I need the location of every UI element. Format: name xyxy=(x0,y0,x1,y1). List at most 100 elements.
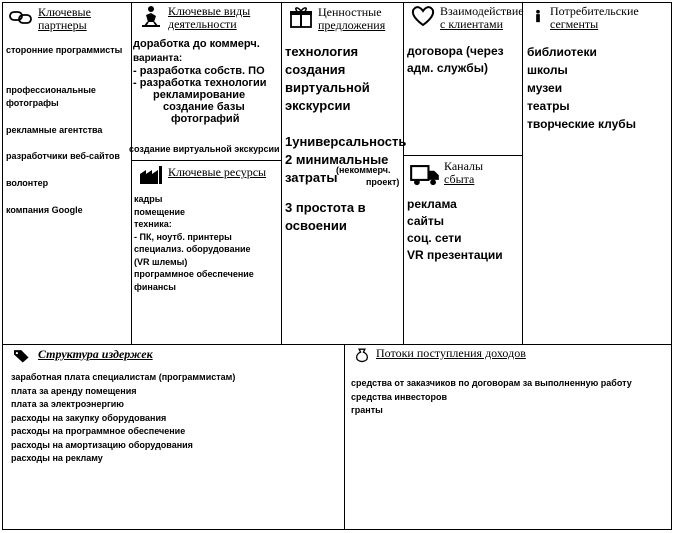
channel-item: соц. сети xyxy=(407,231,462,245)
resource-item: - ПК, ноутб. принтеры xyxy=(134,231,232,242)
partner-item: профессиональные фотографы xyxy=(6,85,96,108)
money-bag-icon xyxy=(355,348,369,363)
partner-item: компания Google xyxy=(6,205,83,215)
value-point-3-line: 3 простота в xyxy=(285,200,366,215)
segment-item: школы xyxy=(527,63,568,77)
value-point-2-line-1: 2 минимальные xyxy=(285,152,389,167)
partners-list: сторонние программисты профессиональные … xyxy=(6,44,128,215)
activities-line: создание виртуальной экскурсии xyxy=(129,144,280,154)
cost-item: плата за аренду помещения xyxy=(11,385,137,396)
segment-item: театры xyxy=(527,99,570,113)
relations-header: Взаимодействие с клиентами xyxy=(410,5,540,31)
resource-item: финансы xyxy=(134,281,176,292)
revenue-header: Потоки поступления доходов xyxy=(352,347,526,363)
heart-icon xyxy=(411,6,435,27)
partner-item: рекламные агентства xyxy=(6,125,103,135)
divider xyxy=(131,160,281,161)
value-point-2-note-1: (некоммерч. xyxy=(336,165,391,175)
revenue-item: гранты xyxy=(351,405,383,415)
resource-item: техника: xyxy=(134,219,172,229)
truck-icon xyxy=(410,165,439,186)
divider xyxy=(403,2,404,344)
relations-text: договора (через адм. службы) xyxy=(407,43,504,77)
partner-item: разработчики веб-сайтов xyxy=(6,151,120,161)
revenue-item: средства инвесторов xyxy=(351,391,448,402)
divider xyxy=(344,344,345,530)
price-tag-icon xyxy=(14,350,29,363)
resources-list: кадры помещение техника: - ПК, ноутб. пр… xyxy=(134,193,280,293)
partner-item: сторонние программисты xyxy=(6,45,123,55)
cost-item: расходы на рекламу xyxy=(11,453,103,463)
costs-title: Структура издержек xyxy=(38,347,153,361)
value-main-line: создания xyxy=(285,62,346,77)
value-point-1: 1универсальность xyxy=(285,134,407,149)
value-header: Ценностные предложения xyxy=(288,6,385,32)
segments-title-line-1: Потребительские xyxy=(550,4,639,18)
channels-title-line-1: Каналы xyxy=(444,159,484,173)
costs-header: Структура издержек xyxy=(10,348,153,364)
worker-icon xyxy=(142,6,160,27)
divider xyxy=(2,344,672,345)
revenue-title: Потоки поступления доходов xyxy=(376,346,526,360)
relations-text-line: договора (через xyxy=(407,44,504,58)
chain-link-icon xyxy=(9,11,32,24)
revenue-item: средства от заказчиков по договорам за в… xyxy=(351,378,632,388)
activities-title-line-2: деятельности xyxy=(168,17,237,31)
divider xyxy=(403,155,522,156)
value-main: технология создания виртуальной экскурси… xyxy=(285,43,370,115)
value-point-3: 3 простота в освоении xyxy=(285,199,366,235)
resource-item: помещение xyxy=(134,206,186,217)
activities-line: - разработка технологии xyxy=(133,77,267,89)
relations-title-line-1: Взаимодействие xyxy=(440,5,524,18)
value-main-line: экскурсии xyxy=(285,98,351,113)
cost-item: расходы на амортизацию оборудования xyxy=(11,439,193,450)
value-point-2-line-2: затраты xyxy=(285,170,338,185)
value-title-line-2: предложения xyxy=(318,18,386,32)
divider xyxy=(522,2,523,344)
segments-title-line-2: сегменты xyxy=(550,17,599,31)
activities-header: Ключевые виды деятельности xyxy=(138,5,250,31)
partner-item: волонтер xyxy=(6,178,49,188)
costs-list: заработная плата специалистам (программи… xyxy=(11,371,235,466)
value-main-line: виртуальной xyxy=(285,80,370,95)
revenue-list: средства от заказчиков по договорам за в… xyxy=(351,377,632,418)
segments-header: Потребительские сегменты xyxy=(530,5,639,31)
gift-icon xyxy=(290,7,312,28)
channels-header: Каналы сбыта xyxy=(410,160,483,186)
partners-title-line-1: Ключевые xyxy=(38,5,91,19)
activities-heading: доработка до коммерч. xyxy=(133,38,260,50)
resources-title: Ключевые ресурсы xyxy=(168,165,267,179)
person-icon xyxy=(536,9,540,23)
value-main-line: технология xyxy=(285,44,359,59)
cost-item: плата за электроэнергию xyxy=(11,399,124,409)
activities-line: рекламирование xyxy=(153,89,246,101)
activities-line: - разработка собств. ПО xyxy=(133,65,265,77)
value-point-3-line: освоении xyxy=(285,218,347,233)
activities-body: варианта: - разработка собств. ПО - разр… xyxy=(133,53,283,125)
resource-item: (VR шлемы) xyxy=(134,256,188,267)
segment-item: библиотеки xyxy=(527,45,597,59)
divider xyxy=(281,2,282,344)
cost-item: расходы на закупку оборудования xyxy=(11,412,167,423)
value-point-2-note-2: проект) xyxy=(366,177,400,187)
segment-item: творческие клубы xyxy=(527,117,636,131)
resources-header: Ключевые ресурсы xyxy=(138,164,266,186)
activities-line: создание базы xyxy=(163,101,245,113)
channel-item: VR презентации xyxy=(407,248,503,262)
channels-list: реклама сайты соц. сети VR презентации xyxy=(407,196,503,264)
activities-title-line-1: Ключевые виды xyxy=(168,4,251,18)
activities-line: фотографий xyxy=(171,113,240,125)
divider xyxy=(131,2,132,344)
segments-list: библиотеки школы музеи театры творческие… xyxy=(527,43,636,133)
partners-title-line-2: партнеры xyxy=(38,18,87,32)
value-title-line-1: Ценностные xyxy=(318,5,382,19)
relations-text-line: адм. службы) xyxy=(407,61,488,75)
resource-item: специализ. оборудование xyxy=(134,244,251,254)
cost-item: заработная плата специалистам (программи… xyxy=(11,372,236,382)
activities-variants-label: варианта: xyxy=(133,53,183,64)
resource-item: программное обеспечение xyxy=(134,269,254,279)
segment-item: музеи xyxy=(527,81,563,95)
partners-header: Ключевые партнеры xyxy=(8,6,91,32)
